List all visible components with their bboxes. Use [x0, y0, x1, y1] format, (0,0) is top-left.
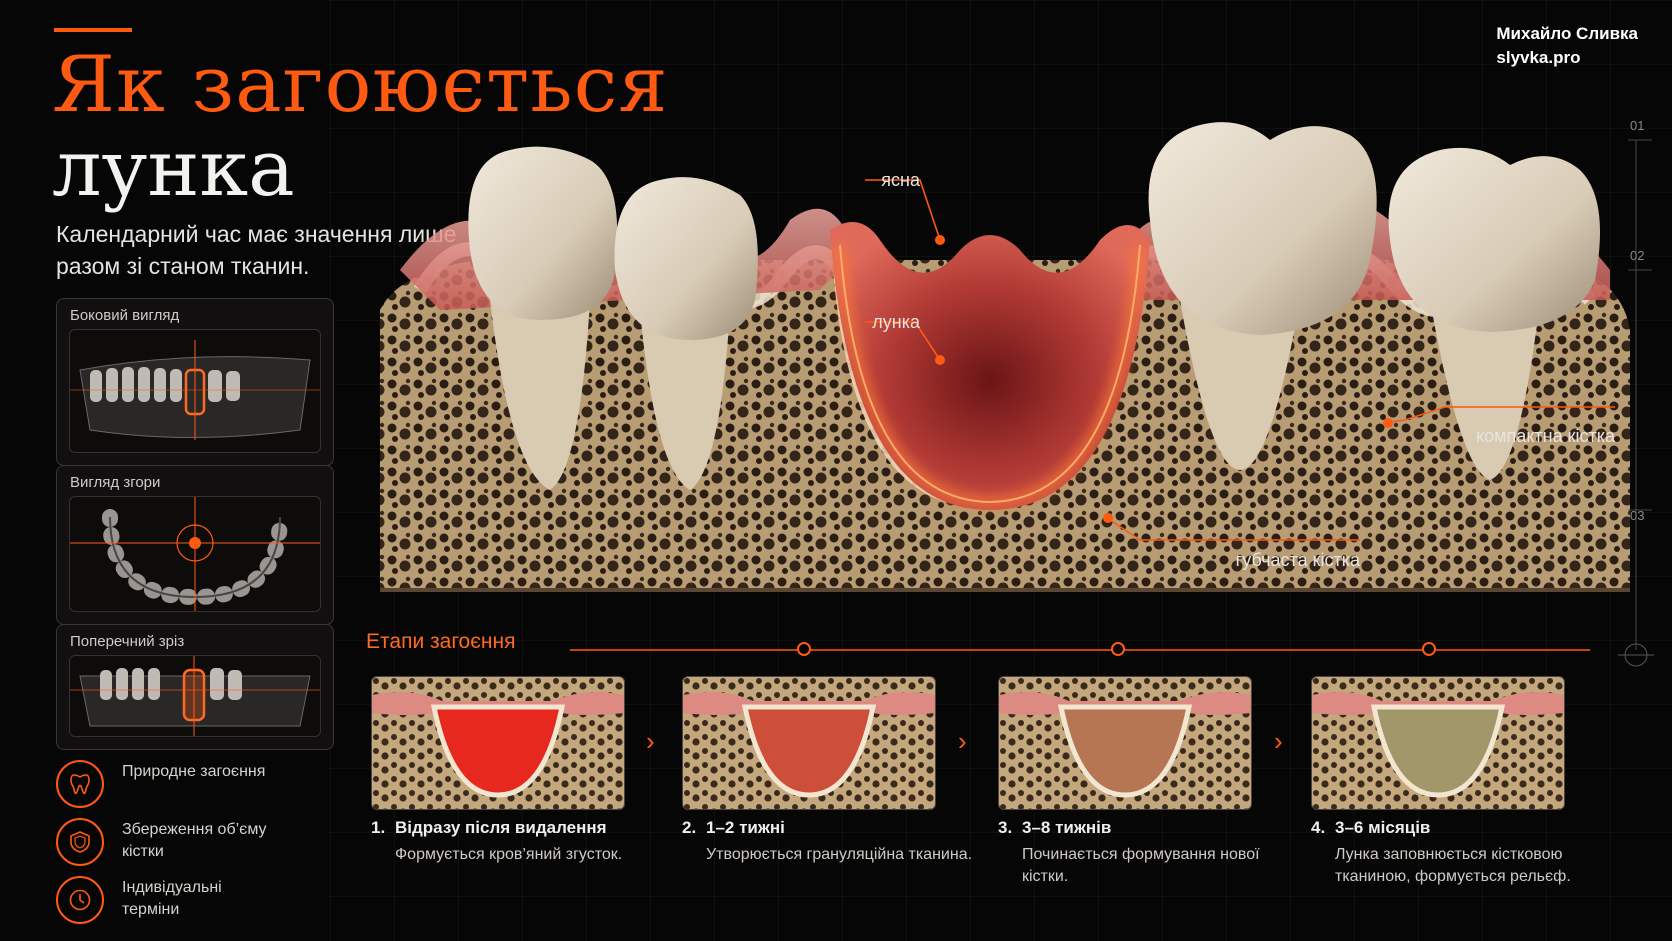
stages-timeline [570, 649, 1590, 651]
clock-icon [56, 876, 104, 924]
view-label-section: Поперечний зріз [70, 633, 185, 650]
ruler-lines [1618, 139, 1654, 667]
stage-title: 3–8 тижнів [1022, 818, 1112, 837]
view-image-side [69, 329, 321, 453]
label-gum: ясна [881, 170, 921, 190]
title-line-2: лунка [52, 124, 295, 214]
stage-title: 1–2 тижні [706, 818, 785, 837]
tooth-2 [614, 177, 758, 490]
side-ruler: 01 02 03 [1618, 110, 1658, 670]
socket-anatomy-illustration: ясна лунка компактна кістка губчаста кіс… [380, 122, 1630, 592]
page-title: Як загоюється лунка [52, 46, 669, 208]
ruler-tick-03: 03 [1630, 508, 1645, 523]
tooth-4 [1388, 147, 1600, 480]
stage-image-2 [682, 676, 936, 810]
tooth-icon [56, 760, 104, 808]
label-socket: лунка [872, 312, 921, 332]
tooth-3 [1148, 122, 1377, 470]
ruler-tick-02: 02 [1630, 248, 1645, 263]
view-card-top: Вигляд згори [56, 465, 334, 625]
tooth-1 [468, 146, 618, 490]
view-card-side: Боковий вигляд [56, 298, 334, 466]
stage-title: Відразу після видалення [395, 818, 607, 837]
chevron-right-icon: › [646, 726, 655, 756]
timeline-dot [797, 642, 811, 656]
author-site[interactable]: slyvka.pro [1496, 48, 1581, 67]
stage-description: Лунка заповнюється кістковою тканиною, ф… [1335, 846, 1571, 885]
shield-icon [56, 818, 104, 866]
author-name: Михайло Сливка [1496, 24, 1638, 43]
timeline-dot [1111, 642, 1125, 656]
title-accent-bar [54, 28, 132, 32]
feature-text: Збереження об’єму кістки [122, 821, 267, 860]
view-image-top [69, 496, 321, 612]
ruler-tick-01: 01 [1630, 118, 1645, 133]
view-card-section: Поперечний зріз [56, 624, 334, 750]
stage-description: Утворюється грануляційна тканина. [706, 846, 973, 863]
chevron-right-icon: › [1274, 726, 1283, 756]
feature-text: Природне загоєння [122, 763, 266, 780]
subtitle: Календарний час має значення лише разом … [56, 221, 457, 279]
view-label-side: Боковий вигляд [70, 307, 180, 324]
stage-description: Формується кров’яний згусток. [395, 846, 623, 863]
stage-number: 4. [1311, 818, 1326, 837]
label-spongy-bone: губчаста кістка [1236, 550, 1361, 570]
stage-image-4 [1311, 676, 1565, 810]
title-line-1: Як загоюється [52, 40, 669, 130]
stage-image-1 [371, 676, 625, 810]
timeline-dot [1422, 642, 1436, 656]
author-block: Михайло Сливка slyvka.pro [1496, 22, 1638, 70]
view-label-top: Вигляд згори [70, 474, 161, 491]
stage-number: 3. [998, 818, 1013, 837]
stage-number: 1. [371, 818, 386, 837]
label-compact-bone: компактна кістка [1476, 426, 1616, 446]
stage-number: 2. [682, 818, 697, 837]
view-image-section [69, 655, 321, 737]
stage-title: 3–6 місяців [1335, 818, 1431, 837]
stages-title: Етапи загоєння [366, 630, 516, 653]
feature-text: Індивідуальні терміни [122, 879, 222, 918]
chevron-right-icon: › [958, 726, 967, 756]
stage-image-3 [998, 676, 1252, 810]
stage-description: Починається формування нової кістки. [1022, 846, 1260, 885]
